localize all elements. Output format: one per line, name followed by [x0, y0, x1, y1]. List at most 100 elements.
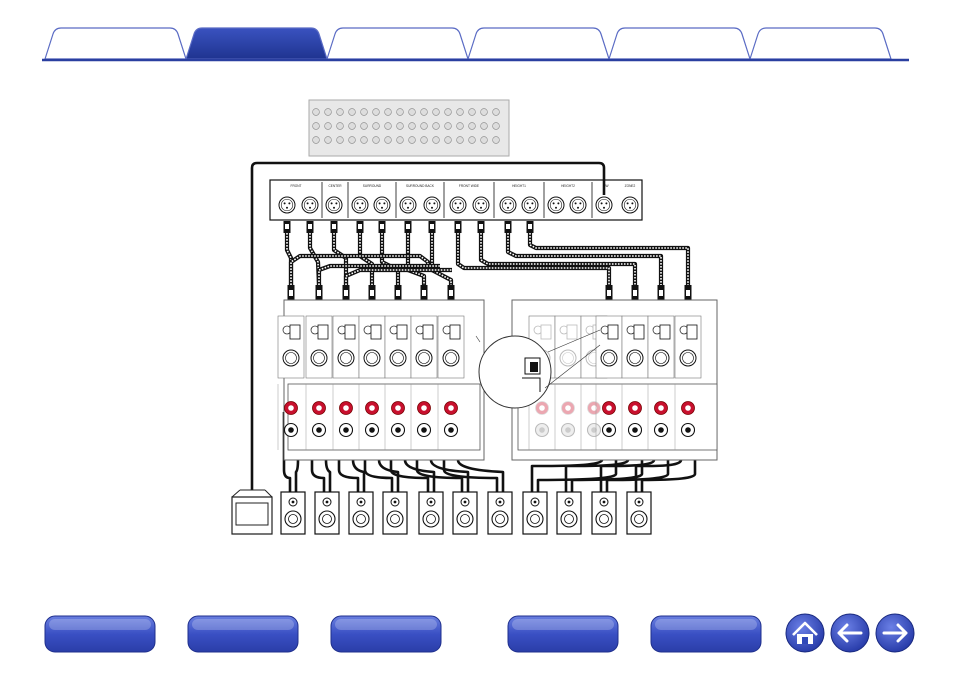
thumbnail-jack	[480, 136, 488, 144]
thumbnail-jack	[444, 122, 452, 130]
thumbnail-jack	[360, 122, 368, 130]
xlr-plug-mark	[332, 224, 336, 229]
speaker	[522, 491, 548, 535]
cable-dash	[529, 230, 689, 285]
cable-dash	[407, 230, 425, 285]
thumbnail-jack	[324, 122, 332, 130]
thumbnail-jack	[396, 136, 404, 144]
nav-button-4[interactable]	[507, 615, 619, 653]
speaker-cable	[310, 412, 326, 492]
cable-dash	[290, 255, 429, 285]
xlr-plug-mark	[396, 290, 400, 296]
thumbnail-jack	[408, 122, 416, 130]
thumbnail-jack	[336, 136, 344, 144]
thumbnail-jack	[372, 136, 380, 144]
speaker	[487, 491, 513, 535]
amp-channel	[384, 315, 412, 450]
thumbnail-jack	[348, 122, 356, 130]
xlr-plug-mark	[344, 290, 348, 296]
thumbnail-jack	[324, 136, 332, 144]
tab-5[interactable]	[608, 27, 751, 60]
thumbnail-jack	[420, 122, 428, 130]
thumbnail-jack	[396, 122, 404, 130]
thumbnail-jack	[408, 108, 416, 116]
speaker-cable	[389, 412, 430, 492]
xlr-plug-mark	[659, 290, 663, 296]
speaker	[626, 491, 652, 535]
thumbnail-jack	[348, 108, 356, 116]
home-icon[interactable]	[785, 613, 825, 653]
speaker-cable	[250, 161, 606, 490]
forward-arrow-icon[interactable]	[875, 613, 915, 653]
xlr-jack	[499, 196, 517, 214]
bottom-navigation	[44, 615, 762, 653]
thumbnail-jack	[360, 108, 368, 116]
tab-3[interactable]	[326, 27, 469, 60]
speakers	[280, 491, 652, 535]
amp-channel	[332, 315, 360, 450]
nav-button-5[interactable]	[650, 615, 762, 653]
xlr-plug-mark	[289, 290, 293, 296]
nav-button-1[interactable]	[44, 615, 156, 653]
speaker	[280, 491, 306, 535]
back-arrow-icon[interactable]	[830, 613, 870, 653]
amp-channel	[437, 315, 465, 450]
tab-4[interactable]	[467, 27, 610, 60]
amp-channel	[595, 315, 623, 450]
receiver-channel-label: ZONE2	[625, 184, 636, 188]
amp-channel	[621, 315, 649, 450]
speaker	[556, 491, 582, 535]
thumbnail-jack	[492, 108, 500, 116]
subwoofer	[231, 489, 273, 535]
speaker-cable	[442, 412, 499, 492]
speaker-cable	[337, 412, 360, 492]
xlr-jack	[547, 196, 565, 214]
tab-bar	[44, 27, 892, 60]
xlr-plug-mark	[406, 224, 410, 229]
amp-channel	[305, 315, 333, 450]
xlr-jack	[423, 196, 441, 214]
tab-1[interactable]	[44, 27, 187, 60]
tab-2[interactable]	[185, 27, 328, 60]
thumbnail-jack	[420, 136, 428, 144]
xlr-plug-mark	[449, 290, 453, 296]
xlr-plug-mark	[370, 290, 374, 296]
speaker-cable	[363, 412, 394, 492]
xlr-jack	[399, 196, 417, 214]
thumbnail-jack	[444, 108, 452, 116]
receiver-channel-label: FRONT WIDE	[459, 184, 479, 188]
amp-channel	[277, 315, 305, 450]
cable-dash	[318, 265, 440, 285]
nav-button-2[interactable]	[187, 615, 299, 653]
receiver-channel-label: SURROUND	[363, 184, 382, 188]
cables	[250, 161, 697, 492]
xlr-jack	[472, 196, 490, 214]
xlr-jack	[521, 196, 539, 214]
thumbnail-jack	[384, 108, 392, 116]
speaker-cable	[282, 412, 292, 492]
thumbnail-jack	[432, 122, 440, 130]
amp-channel	[647, 315, 675, 450]
receiver-channel-label: SW	[603, 184, 608, 188]
xlr-plug-mark	[633, 290, 637, 296]
xlr-plug-mark	[422, 290, 426, 296]
xlr-jack	[278, 196, 296, 214]
cable	[429, 230, 454, 285]
amp-channel	[554, 315, 582, 450]
amp-channel	[410, 315, 438, 450]
tab-6[interactable]	[749, 27, 892, 60]
xlr-plug-mark	[607, 290, 611, 296]
xlr-plug-mark	[285, 224, 289, 229]
nav-button-3[interactable]	[330, 615, 442, 653]
thumbnail-jack	[456, 108, 464, 116]
amp-channel	[358, 315, 386, 450]
link-switch-magnifier	[475, 329, 601, 409]
xlr-plug-mark	[430, 224, 434, 229]
thumbnail-jack	[468, 136, 476, 144]
xlr-jack	[351, 196, 369, 214]
xlr-jack	[569, 196, 587, 214]
cable-dash	[431, 230, 452, 285]
thumbnail-jack	[336, 122, 344, 130]
